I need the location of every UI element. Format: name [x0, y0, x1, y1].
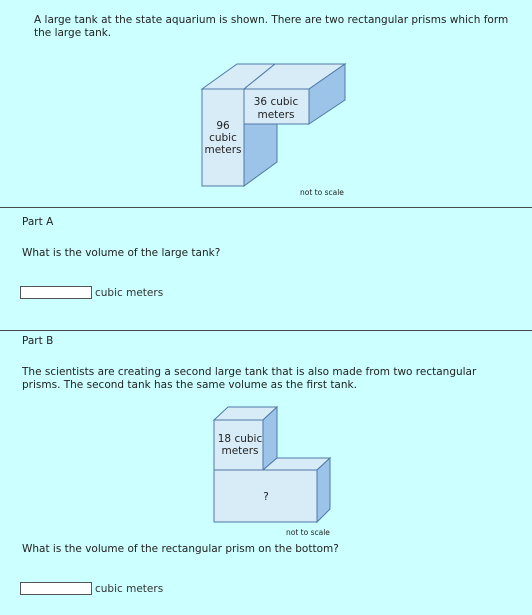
- section-divider-a: [0, 207, 532, 208]
- small-prism-front-face: [213, 419, 264, 471]
- part-a-answer-input[interactable]: [20, 286, 92, 299]
- intro-line-1: A large tank at the state aquarium is sh…: [34, 14, 509, 26]
- top-prism-front-face: [243, 88, 310, 125]
- bottom-prism-right-face: [316, 456, 331, 524]
- part-b-line-2: prisms. The second tank has the same vol…: [22, 379, 357, 391]
- part-b-heading: Part B: [22, 335, 54, 347]
- figure-1-note: not to scale: [300, 188, 344, 197]
- intro-line-2: the large tank.: [34, 27, 112, 39]
- bottom-prism-label: ?: [263, 491, 269, 503]
- bottom-prism-front-face: [213, 469, 318, 523]
- part-b-question: What is the volume of the rectangular pr…: [22, 543, 339, 555]
- top-prism-label-2: meters: [257, 109, 294, 121]
- tall-prism-label-1: 96: [216, 120, 230, 132]
- tall-prism-label-3: meters: [204, 144, 241, 156]
- tall-prism-front-face: [201, 88, 245, 187]
- small-prism-label-2: meters: [221, 445, 258, 457]
- part-b-text: The scientists are creating a second lar…: [22, 366, 476, 392]
- figure-2-tank: 18 cubic meters ? not to scale: [212, 405, 332, 537]
- part-a-question: What is the volume of the large tank?: [22, 247, 221, 259]
- part-b-line-1: The scientists are creating a second lar…: [22, 366, 477, 378]
- section-divider-b: [0, 330, 532, 331]
- small-prism-label-1: 18 cubic: [218, 433, 263, 445]
- intro-text: A large tank at the state aquarium is sh…: [34, 14, 508, 40]
- tall-prism-right-face: [243, 123, 278, 187]
- part-a-heading: Part A: [22, 216, 54, 228]
- top-prism-label-1: 36 cubic: [254, 96, 299, 108]
- part-a-unit-label: cubic meters: [95, 287, 164, 299]
- figure-2-note: not to scale: [286, 528, 330, 537]
- figure-1-tank: 96 cubic meters 36 cubic meters not to s…: [200, 63, 347, 197]
- part-b-answer-input[interactable]: [20, 582, 92, 595]
- tall-prism-label-2: cubic: [209, 132, 237, 144]
- part-b-unit-label: cubic meters: [95, 583, 164, 595]
